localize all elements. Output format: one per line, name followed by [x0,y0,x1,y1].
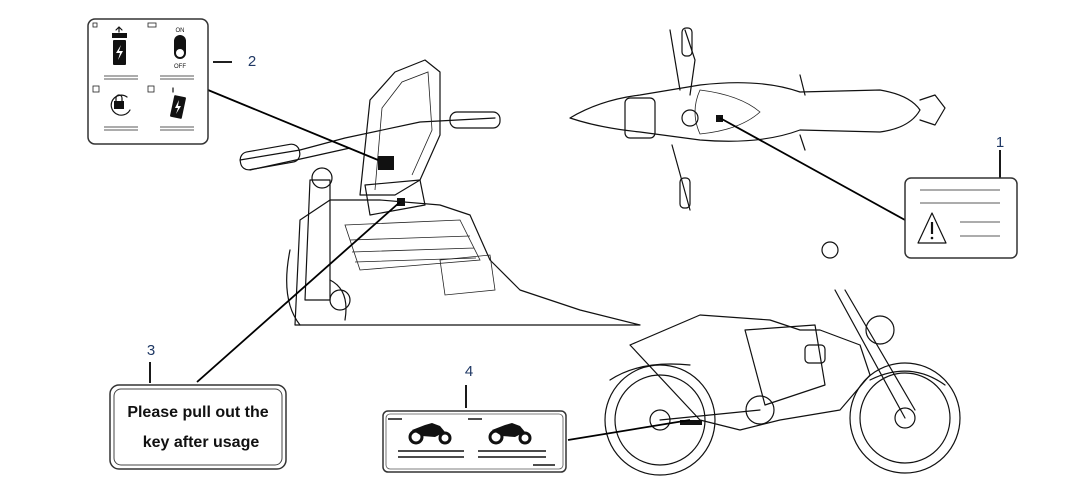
key-label-line-2: key after usage [143,434,260,451]
callout-number-3: 3 [147,342,155,359]
leader-line-2 [207,89,379,161]
leader-line-1 [719,117,906,221]
dashboard-closeup-drawing [239,59,641,326]
top-view-motorcycle-drawing [569,27,946,211]
warning-triangle-icon [917,212,947,244]
motorcycle-icon [408,423,452,445]
switch-off-text: OFF [174,64,186,70]
callout-number-2: 2 [248,53,256,70]
label-4-model [382,410,567,473]
key-label-line-1: Please pull out the [127,404,268,421]
switch-on-text: ON [176,28,185,34]
side-view-motorcycle-drawing [604,241,961,476]
leader-line-3 [196,201,401,383]
battery-insert-icon [170,87,186,119]
callout-number-4: 4 [465,363,473,380]
label-1-warning [904,177,1018,259]
label-2-battery-operation: ON OFF [87,18,209,145]
motorcycle-icon [488,423,532,445]
leader-line-4 [567,419,691,441]
callout-number-1: 1 [996,134,1004,151]
lock-rotate-icon [110,94,131,116]
power-switch-icon: ON OFF [174,28,186,70]
battery-remove-icon [112,26,127,65]
label-3-key-reminder: Please pull out the key after usage [109,384,287,470]
